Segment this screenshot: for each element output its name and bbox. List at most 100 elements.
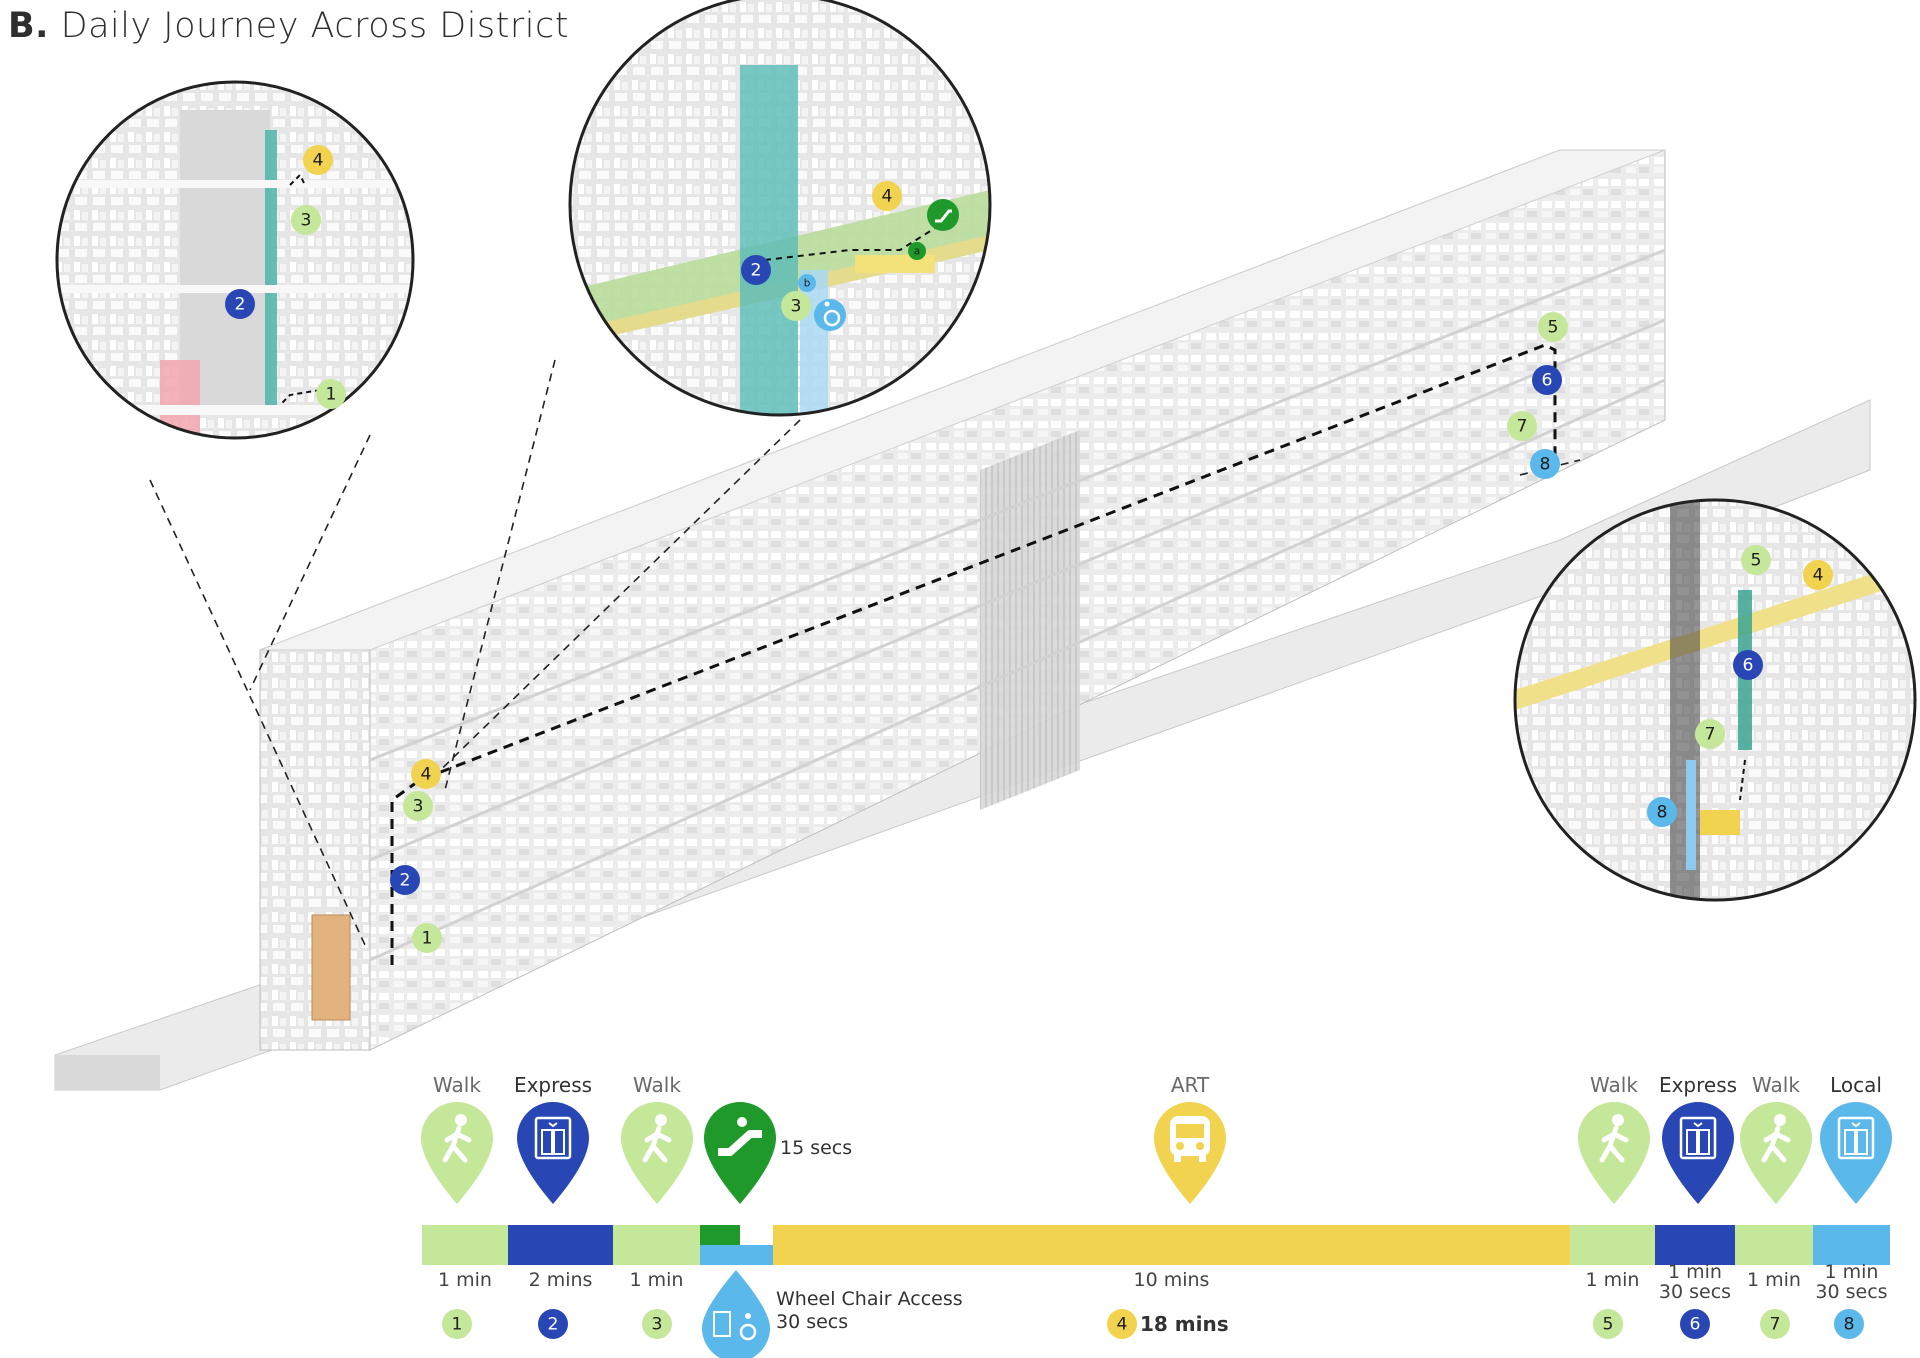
timeline-segment-8 [1813, 1225, 1890, 1265]
svg-text:4: 4 [421, 765, 432, 785]
duration-7: 1 min [1747, 1269, 1801, 1291]
mode-pins [421, 1101, 1892, 1358]
step-marker-8: 8 [1530, 449, 1560, 479]
svg-text:4: 4 [882, 187, 893, 207]
svg-text:6: 6 [1542, 371, 1553, 391]
mode-pin-3 [704, 1102, 776, 1204]
svg-text:1: 1 [422, 929, 433, 949]
inset-left [55, 80, 415, 440]
step-marker-5: 5 [1538, 312, 1568, 342]
wheelchair-elevator-icon [702, 1270, 770, 1358]
step-marker-4: 4 [411, 759, 441, 789]
step-marker-5: 5 [1593, 1309, 1623, 1339]
duration-0: 1 min [438, 1269, 492, 1291]
step-marker-b: b [798, 274, 816, 292]
title-prefix: B. [8, 6, 49, 46]
step-marker-6: 6 [1532, 365, 1562, 395]
mode-pin-5 [1578, 1102, 1650, 1204]
timeline-segment-wheelchair [700, 1245, 773, 1265]
svg-text:2: 2 [400, 871, 411, 891]
svg-text:3: 3 [301, 211, 312, 231]
step-number-row: 1 2 3 4 5 6 7 8 [442, 1309, 1864, 1339]
mode-label-2: Walk [633, 1073, 681, 1097]
step-marker-7: 7 [1695, 719, 1725, 749]
inset-right [1513, 498, 1917, 902]
svg-text:8: 8 [1844, 1315, 1855, 1335]
mode-pin-7 [1740, 1102, 1812, 1204]
svg-text:4: 4 [1117, 1315, 1128, 1335]
timeline-segment-2 [613, 1225, 700, 1265]
wheelchair-duration: 30 secs [776, 1311, 849, 1333]
svg-text:a: a [914, 245, 920, 257]
step-marker-2: 2 [538, 1309, 568, 1339]
timeline-segment-6 [1655, 1225, 1735, 1265]
wheelchair-icon [814, 299, 846, 331]
mode-label-1: Express [513, 1073, 593, 1097]
mode-label-0: Walk [433, 1073, 481, 1097]
mode-label-8: Local [1830, 1073, 1882, 1097]
mode-pin-0 [421, 1102, 493, 1204]
svg-text:1: 1 [326, 385, 337, 405]
step-marker-8: 8 [1647, 797, 1677, 827]
svg-text:1: 1 [452, 1315, 463, 1335]
timeline-segment-1 [508, 1225, 613, 1265]
step-marker-2: 2 [741, 255, 771, 285]
svg-text:2: 2 [751, 261, 762, 281]
mode-pin-8 [1820, 1102, 1892, 1204]
step-marker-1: 1 [316, 379, 346, 409]
svg-text:8: 8 [1540, 455, 1551, 475]
svg-text:3: 3 [413, 797, 424, 817]
step-marker-2: 2 [225, 289, 255, 319]
mode-pin-6 [1662, 1102, 1734, 1204]
escalator-icon [927, 199, 959, 231]
step-marker-3: 3 [781, 291, 811, 321]
title-text: Daily Journey Across District [60, 6, 569, 46]
timeline-segment-7 [1735, 1225, 1813, 1265]
svg-text:5: 5 [1548, 318, 1559, 338]
svg-text:7: 7 [1705, 725, 1716, 745]
timeline-segment-0 [422, 1225, 508, 1265]
mode-pin-4 [1154, 1102, 1226, 1204]
mode-label-6: Express [1658, 1073, 1738, 1097]
svg-text:8: 8 [1657, 803, 1668, 823]
duration-4: 10 mins [1133, 1269, 1210, 1291]
timeline-segment-5 [1570, 1225, 1655, 1265]
duration-1: 2 mins [528, 1269, 593, 1291]
step-marker-3: 3 [403, 791, 433, 821]
mode-label-4: ART [1170, 1073, 1210, 1097]
duration-2: 1 min [629, 1269, 684, 1291]
step-marker-3: 3 [291, 205, 321, 235]
timeline-segment-4 [773, 1225, 1570, 1265]
mode-pin-2 [621, 1102, 693, 1204]
svg-text:2: 2 [235, 295, 246, 315]
mode-label-5: Walk [1590, 1073, 1638, 1097]
svg-text:3: 3 [652, 1315, 663, 1335]
svg-text:4: 4 [1813, 566, 1824, 586]
step-marker-8: 8 [1834, 1309, 1864, 1339]
svg-text:b: b [804, 277, 811, 289]
wheelchair-label: Wheel Chair Access [776, 1288, 963, 1310]
svg-text:2: 2 [548, 1315, 559, 1335]
svg-text:4: 4 [313, 151, 324, 171]
inset-center [568, 0, 992, 417]
step-marker-2: 2 [390, 865, 420, 895]
escalator-duration: 15 secs [780, 1137, 853, 1159]
duration-5: 1 min [1585, 1269, 1640, 1291]
step-marker-4: 4 [1803, 560, 1833, 590]
svg-text:7: 7 [1770, 1315, 1781, 1335]
step-marker-1: 1 [442, 1309, 472, 1339]
diagram-title: B. Daily Journey Across District [8, 6, 569, 46]
timeline-segment-escalator-top [700, 1225, 740, 1245]
step-marker-3: 3 [642, 1309, 672, 1339]
svg-text:6: 6 [1690, 1315, 1701, 1335]
step-marker-4: 4 [872, 181, 902, 211]
step-marker-7: 7 [1507, 411, 1537, 441]
inset-leader-lines [149, 359, 1581, 946]
mode-label-7: Walk [1752, 1073, 1800, 1097]
step-marker-4: 4 [303, 145, 333, 175]
step-marker-a: a [908, 242, 926, 260]
mode-pin-1 [516, 1101, 589, 1204]
timeline-gap [740, 1225, 773, 1245]
